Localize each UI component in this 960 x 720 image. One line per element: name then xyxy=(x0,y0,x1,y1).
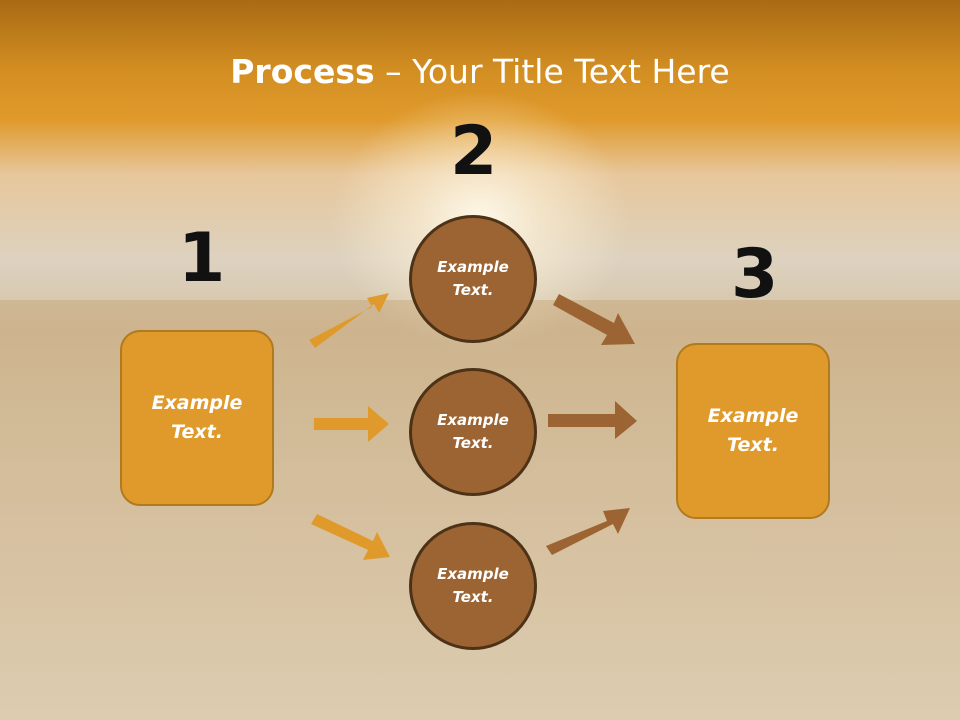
arrow-to-circle-top xyxy=(309,293,389,348)
step-1-box: Example Text. xyxy=(120,330,274,506)
step-2-circle-middle: Example Text. xyxy=(409,368,537,496)
step-1-text: Example Text. xyxy=(151,392,243,443)
arrow-to-circle-middle xyxy=(314,406,389,442)
arrow-from-circle-bottom xyxy=(546,508,630,555)
arrow-from-circle-middle xyxy=(548,401,637,439)
step-3-box: Example Text. xyxy=(676,343,830,519)
step-3-number: 3 xyxy=(731,235,779,314)
title-bold: Process xyxy=(230,52,375,91)
step-2-number: 2 xyxy=(450,112,498,191)
arrow-from-circle-top xyxy=(553,294,635,345)
step-2-circle-top: Example Text. xyxy=(409,215,537,343)
circle-middle-text: Example Text. xyxy=(437,411,509,452)
step-1-number: 1 xyxy=(178,219,226,298)
arrows-right xyxy=(546,294,637,555)
arrow-to-circle-bottom xyxy=(311,514,390,560)
arrows-left xyxy=(309,293,390,560)
slide-title: Process – Your Title Text Here xyxy=(0,52,960,91)
title-rest: – Your Title Text Here xyxy=(374,52,730,91)
circle-top-text: Example Text. xyxy=(437,258,509,299)
step-2-circle-bottom: Example Text. xyxy=(409,522,537,650)
step-3-text: Example Text. xyxy=(707,405,799,456)
circle-bottom-text: Example Text. xyxy=(437,565,509,606)
